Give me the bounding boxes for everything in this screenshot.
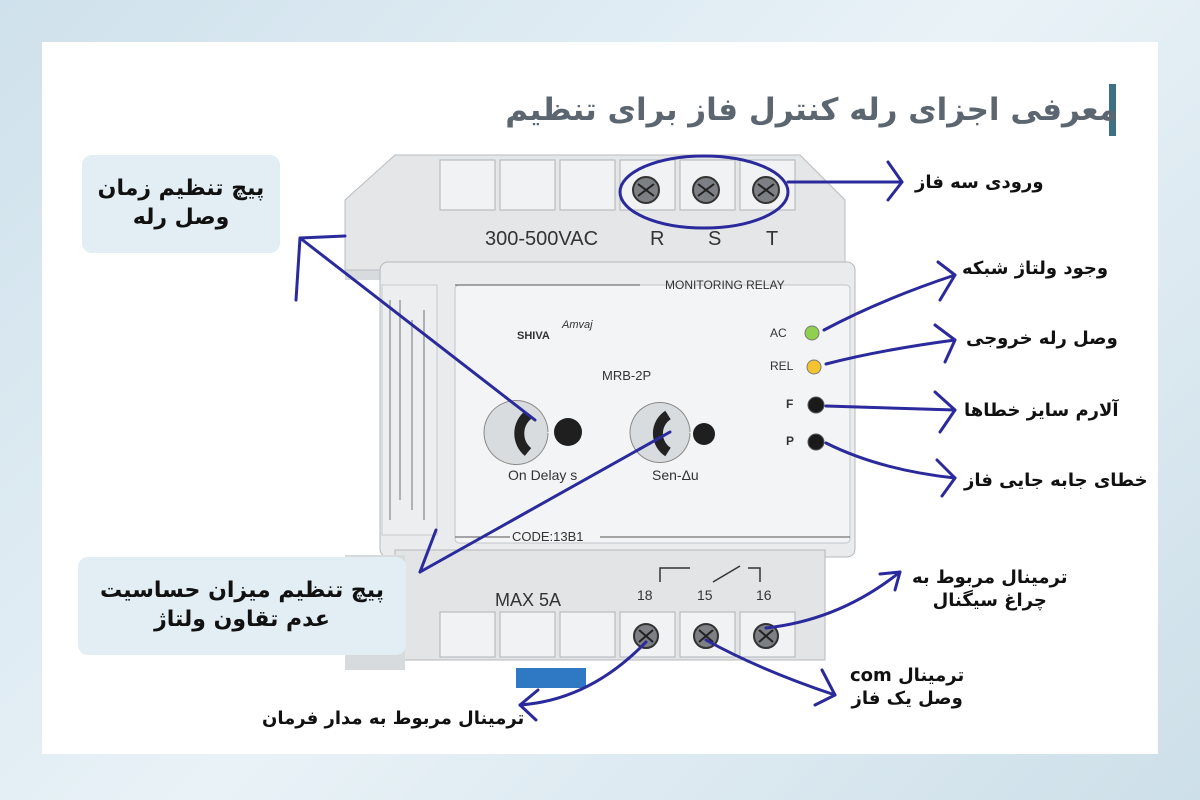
arrow-com [704, 638, 837, 697]
led-p [807, 433, 825, 451]
page-title: معرفی اجزای رله کنترل فاز برای تنظیم [505, 92, 1118, 128]
callout-mains-voltage: وجود ولتاژ شبکه [962, 258, 1109, 279]
top-terminal-slots [439, 159, 796, 211]
on-delay-knob-shaft[interactable] [554, 418, 582, 446]
arrow-signal-lamp-head [878, 570, 902, 592]
sensitivity-label: Sen-Δu [652, 467, 699, 483]
callout-relay-output: وصل رله خروجی [966, 328, 1118, 349]
arrow-com-head [813, 668, 837, 707]
arrow-alarm [824, 404, 957, 412]
callout-signal-lamp-line1: ترمینال مربوط به [912, 567, 1068, 588]
sensitivity-knob-shaft[interactable] [693, 423, 715, 445]
callout-com-line1: ترمینال com [850, 665, 965, 686]
side-sticker [381, 284, 438, 536]
bottom-screws [633, 623, 779, 649]
callout-time-knob-line2: وصل رله [132, 205, 230, 230]
callout-arrows [294, 160, 957, 722]
phase-input-highlight [618, 154, 790, 230]
phase-label-s: S [708, 228, 721, 250]
arrow-sens-knob-head [418, 528, 438, 574]
led-label-rel: REL [770, 359, 794, 373]
arrow-mains [822, 273, 957, 332]
arrow-relay [824, 338, 957, 366]
arrow-relay-head [933, 323, 957, 364]
arrow-sequence-head [935, 458, 957, 498]
arrow-sens-knob [418, 430, 672, 574]
led-label-ac: AC [770, 326, 787, 340]
model-label: MRB-2P [602, 368, 651, 383]
led-label-p: P [786, 434, 794, 448]
title-accent-bar [1109, 84, 1116, 136]
phase-label-r: R [650, 228, 664, 250]
top-screws [632, 176, 780, 204]
callout-phase-sequence: خطای جابه جایی فاز [964, 470, 1148, 491]
led-ac [804, 325, 820, 341]
callout-com-line2: وصل یک فاز [851, 688, 963, 710]
arrow-phase-input-head [886, 160, 904, 202]
on-delay-label: On Delay s [508, 467, 577, 483]
callout-signal-lamp-line2: چراغ سیگنال [932, 590, 1047, 612]
arrow-alarm-head [933, 390, 957, 434]
callout-sens-knob-line2: عدم تقاون ولتاژ [154, 607, 330, 632]
arrow-control-head [518, 688, 540, 722]
terminal-label-15: 15 [697, 587, 713, 603]
phase-label-t: T [766, 228, 778, 250]
led-rel [806, 359, 822, 375]
callout-control-circuit: ترمینال مربوط به مدار فرمان [262, 708, 525, 729]
callout-time-knob-line1: پیچ تنظیم زمان [97, 176, 265, 202]
callout-phase-input: ورودی سه فاز [915, 172, 1044, 193]
arrow-mains-head [936, 260, 957, 302]
callout-sens-knob: پیچ تنظیم میزان حساسیت عدم تقاون ولتاژ [78, 557, 406, 655]
bottom-terminal-slots [439, 611, 796, 658]
code-label: CODE:13B1 [512, 529, 584, 544]
brand-name: SHIVA [517, 330, 550, 342]
din-clip [516, 668, 586, 688]
led-label-f: F [786, 397, 793, 411]
callout-error-alarm: آلارم سایز خطاها [964, 400, 1119, 421]
terminal-label-16: 16 [756, 587, 772, 603]
led-f [807, 396, 825, 414]
arrow-time-knob [298, 236, 537, 422]
voltage-range-label: 300-500VAC [485, 228, 598, 250]
brand-sub: Amvaj [561, 319, 593, 331]
callout-com: ترمینال com وصل یک فاز [850, 664, 964, 711]
terminal-label-18: 18 [637, 587, 653, 603]
arrow-sequence [824, 441, 957, 480]
contact-symbol [659, 565, 761, 583]
arrow-signal-lamp [764, 570, 902, 630]
callout-time-knob: پیچ تنظیم زمان وصل رله [82, 155, 280, 253]
callout-signal-lamp: ترمینال مربوط به چراغ سیگنال [912, 566, 1067, 613]
arrow-time-knob-head [294, 234, 347, 302]
side-sticker-text [389, 300, 425, 520]
callout-sens-knob-line1: پیچ تنظیم میزان حساسیت [100, 578, 384, 604]
banner-label: MONITORING RELAY [665, 278, 785, 292]
max-current-label: MAX 5A [495, 590, 561, 610]
arrow-control [518, 640, 648, 707]
